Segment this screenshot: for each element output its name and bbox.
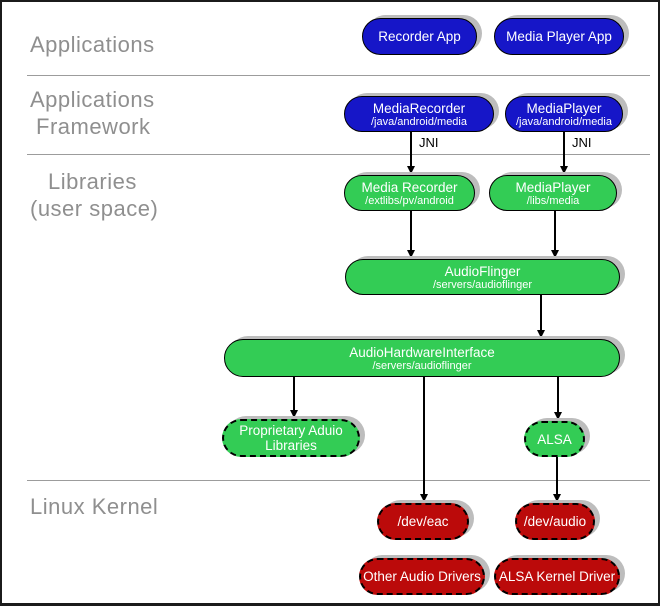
node-title: Media Recorder — [361, 179, 458, 195]
edge-line — [423, 377, 425, 496]
edge-ahi-to-alsa — [553, 377, 562, 420]
divider-framework-libraries — [27, 154, 650, 155]
arrowhead-down-icon — [406, 250, 415, 258]
layer-label-applications-framework: Framework — [36, 114, 151, 139]
layer-label-applications-framework: Applications — [30, 87, 155, 112]
node-title: MediaRecorder — [372, 100, 466, 116]
node-title-line2: Libraries — [265, 438, 317, 453]
edge-ahi-to-dev-eac — [419, 377, 428, 502]
divider-applications-framework — [27, 75, 650, 76]
divider-libraries-kernel — [27, 480, 650, 481]
arrowhead-down-icon — [559, 166, 568, 174]
layer-label-libraries-user-space: Libraries — [48, 169, 137, 194]
node-other-audio-drivers: Other Audio Drivers — [359, 558, 485, 595]
edge-jni-mediaplayer — [559, 132, 568, 174]
arrowhead-down-icon — [289, 410, 298, 418]
arrowhead-down-icon — [553, 412, 562, 420]
edge-audioflinger-to-ahi — [536, 295, 545, 338]
layer-label-applications: Applications — [30, 32, 155, 57]
edge-line — [410, 211, 412, 252]
node-mediarecorder-framework: MediaRecorder/java/android/media — [344, 96, 494, 132]
node-title: ALSA — [537, 431, 572, 447]
node-title: Media Player App — [506, 29, 612, 44]
node-title: Proprietary Aduio — [239, 423, 343, 438]
edge-line — [556, 457, 558, 496]
node-title: Recorder App — [378, 29, 461, 44]
node-title: AudioFlinger — [444, 263, 521, 279]
node-title: ALSA Kernel Driver — [498, 569, 616, 584]
node-title: /dev/eac — [397, 514, 449, 529]
edge-line — [554, 211, 556, 252]
arrowhead-down-icon — [536, 330, 545, 338]
edge-line — [410, 132, 412, 168]
node-subtitle: /libs/media — [526, 194, 580, 207]
node-mediaplayer-framework: MediaPlayer/java/android/media — [505, 96, 623, 132]
node-title: Other Audio Drivers — [363, 569, 481, 584]
node-subtitle: /extlibs/pv/android — [365, 194, 454, 207]
edge-mediarecorder-to-audioflinger — [406, 211, 415, 258]
node-dev-audio: /dev/audio — [515, 503, 595, 540]
node-title: MediaPlayer — [526, 100, 602, 116]
node-subtitle: /java/android/media — [515, 115, 612, 128]
arrowhead-down-icon — [550, 250, 559, 258]
node-title: /dev/audio — [523, 514, 587, 529]
layer-label-linux-kernel: Linux Kernel — [30, 494, 159, 519]
edge-ahi-to-proprietary — [289, 377, 298, 418]
node-alsa: ALSA — [524, 421, 585, 457]
edge-line — [293, 377, 295, 412]
node-subtitle: /servers/audioflinger — [432, 278, 533, 291]
edge-mediaplayer-to-audioflinger — [550, 211, 559, 258]
node-title: AudioHardwareInterface — [349, 344, 495, 360]
edge-line — [557, 377, 559, 414]
node-audioflinger: AudioFlinger/servers/audioflinger — [345, 259, 620, 295]
arrowhead-down-icon — [406, 166, 415, 174]
node-alsa-kernel-driver: ALSA Kernel Driver — [494, 558, 620, 595]
layer-label-libraries-user-space: (user space) — [30, 196, 159, 221]
edge-alsa-to-dev-audio — [552, 457, 561, 502]
arrowhead-down-icon — [419, 494, 428, 502]
node-media-player-app: Media Player App — [494, 18, 624, 55]
node-title: MediaPlayer — [515, 179, 591, 195]
node-subtitle: /java/android/media — [370, 115, 467, 128]
node-audiohardwareinterface: AudioHardwareInterface/servers/audioflin… — [224, 339, 620, 377]
node-subtitle: /servers/audioflinger — [372, 359, 472, 372]
node-dev-eac: /dev/eac — [377, 503, 469, 540]
node-mediaplayer-library: MediaPlayer/libs/media — [489, 175, 617, 211]
arrowhead-down-icon — [552, 494, 561, 502]
node-recorder-app: Recorder App — [362, 18, 477, 55]
edge-jni-mediaplayer-label: JNI — [572, 135, 592, 150]
edge-line — [540, 295, 542, 332]
node-media-recorder-library: Media Recorder/extlibs/pv/android — [344, 175, 475, 211]
edge-jni-mediarecorder — [406, 132, 415, 174]
edge-line — [563, 132, 565, 168]
edge-jni-mediarecorder-label: JNI — [419, 135, 439, 150]
